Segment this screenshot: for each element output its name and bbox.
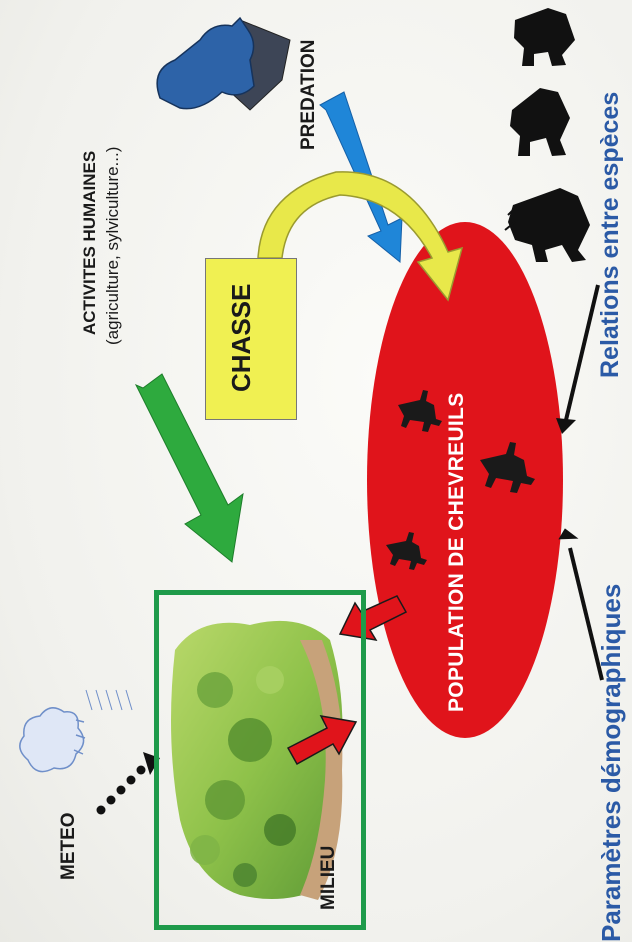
- relations-label: Relations entre espèces: [596, 91, 624, 378]
- forest-icon: [171, 620, 343, 900]
- meteo-label: METEO: [58, 812, 79, 880]
- deer-icon: [386, 532, 427, 570]
- predation-label: PREDATION: [298, 39, 319, 150]
- chasse-box: [205, 258, 297, 420]
- animal-silhouette-icon: [514, 8, 575, 66]
- activites-title: ACTIVITES HUMAINES: [80, 150, 99, 335]
- meteo-arrow: [96, 752, 160, 815]
- chasse-label: CHASSE: [226, 283, 256, 392]
- weather-icon: [19, 689, 133, 773]
- wolf-icon: [156, 16, 291, 111]
- milieu-frame: [154, 590, 366, 930]
- parametres-label: Paramètres démographiques: [596, 583, 626, 942]
- deer-icon: [480, 442, 535, 493]
- activites-arrow: [134, 373, 244, 563]
- chasse-arrow: [257, 171, 464, 302]
- milieu-label: MILIEU: [318, 845, 339, 910]
- animal-silhouette-icon: [510, 88, 570, 156]
- milieu-to-population-arrow: [286, 715, 358, 766]
- parametres-arrow: [558, 528, 604, 681]
- activites-subtitle: (agriculture, sylviculture...): [103, 146, 122, 345]
- relations-arrow: [556, 284, 600, 434]
- population-to-milieu-arrow: [338, 595, 408, 642]
- population-ellipse: [367, 222, 563, 738]
- population-label: POPULATION DE CHEVREUILS: [445, 392, 468, 712]
- deer-icon: [398, 390, 442, 432]
- animal-silhouette-icon: [504, 188, 590, 262]
